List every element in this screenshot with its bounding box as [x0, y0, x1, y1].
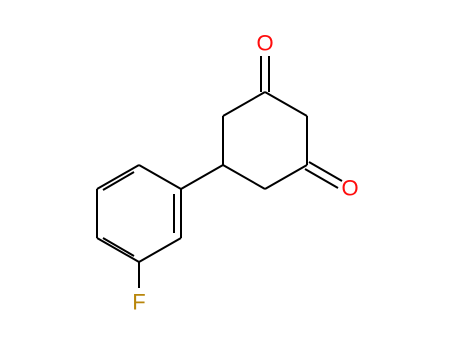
- cyclohexanedione-ring: [222, 91, 308, 190]
- aromatic-inner-line: [102, 237, 135, 257]
- double-bond-line-1: [304, 168, 339, 189]
- bond-c3-c4: [264, 164, 308, 190]
- bond-ring-to-phenyl: [180, 164, 224, 190]
- bond-p2-p3: [138, 237, 182, 263]
- bond-c6-c1: [222, 91, 266, 117]
- bond-c1-c2: [264, 91, 308, 117]
- bond-c4-c5: [222, 164, 266, 190]
- bond-p5-p6: [96, 164, 140, 190]
- bond-p6-p1: [138, 164, 182, 190]
- oxygen-right-label: O: [341, 176, 358, 201]
- bond-p3-p4: [96, 237, 140, 263]
- double-bond-line-2: [308, 161, 343, 182]
- fluorophenyl-ring: [96, 164, 182, 263]
- carbonyl-right: [304, 161, 343, 189]
- carbonyl-top: [260, 56, 270, 92]
- aromatic-inner-line: [102, 171, 135, 191]
- fluorine-label: F: [132, 290, 145, 315]
- oxygen-top-label: O: [256, 31, 273, 56]
